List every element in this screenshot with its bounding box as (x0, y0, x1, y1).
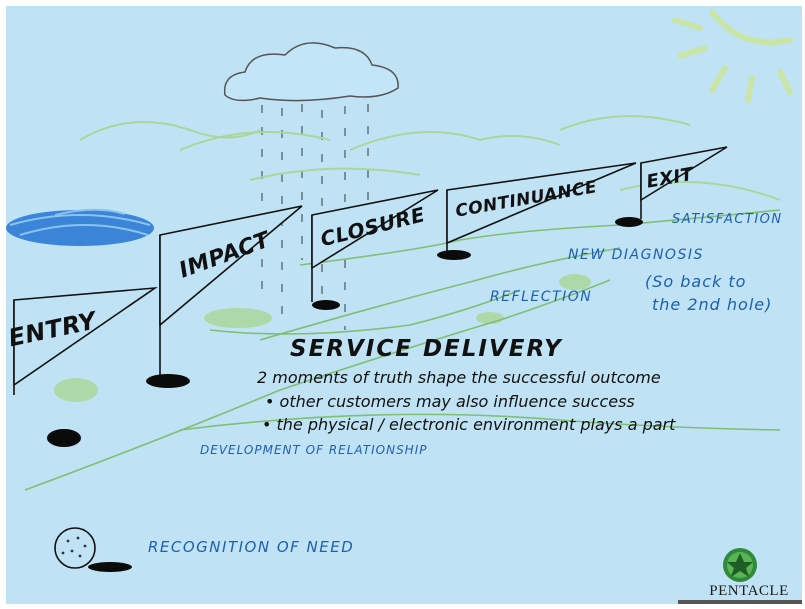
annotation-new-diagnosis: NEW DIAGNOSIS (568, 247, 704, 263)
annotation-reflection: REFLECTION (490, 289, 593, 305)
pond-icon (6, 208, 154, 246)
service-delivery-point: 2 moments of truth shape the successful … (257, 368, 661, 387)
annotation-go-back-1: (So back to (645, 272, 747, 291)
golf-ball-icon (54, 527, 132, 572)
hole-5 (615, 217, 643, 227)
annotation-recognition: RECOGNITION OF NEED (148, 538, 355, 556)
sun-icon (672, 9, 793, 103)
holes (47, 217, 643, 447)
hole-1 (47, 429, 81, 447)
sky-background (6, 6, 802, 604)
flag-exit (640, 146, 728, 219)
pentacle-logo-text: PENTACLE (709, 583, 789, 599)
flag-entry (13, 286, 158, 395)
annotation-go-back-2: the 2nd hole) (652, 295, 773, 314)
flag-closure (311, 189, 439, 302)
flag-impact (159, 205, 303, 378)
hole-4 (437, 250, 471, 260)
hole-2 (146, 374, 190, 388)
service-delivery-point: • the physical / electronic environment … (262, 415, 676, 434)
annotation-satisfaction: SATISFACTION (672, 212, 783, 227)
hole-3 (312, 300, 340, 310)
service-delivery-point: • other customers may also influence suc… (265, 392, 635, 411)
fairway-path (24, 209, 781, 491)
pentacle-logo-icon (678, 548, 802, 604)
bushes (54, 274, 591, 402)
annotation-development: DEVELOPMENT OF RELATIONSHIP (200, 443, 428, 457)
flag-continuance (446, 162, 637, 252)
service-delivery-title: SERVICE DELIVERY (290, 336, 563, 362)
cloud-icon (223, 42, 399, 102)
